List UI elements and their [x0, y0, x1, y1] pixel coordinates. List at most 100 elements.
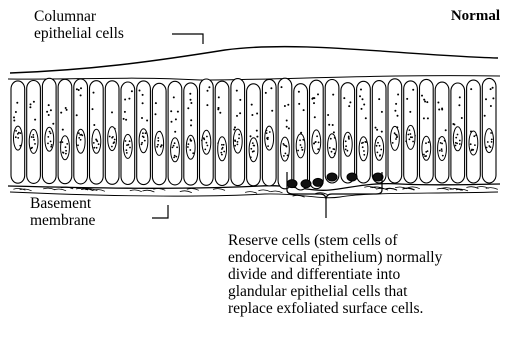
cell-nucleus — [359, 137, 368, 161]
chromatin-dot — [471, 149, 473, 151]
chromatin-dot — [142, 136, 144, 138]
chromatin-dot — [395, 138, 397, 140]
chromatin-dot — [252, 151, 254, 153]
chromatin-dot — [364, 141, 366, 143]
chromatin-dot — [96, 147, 98, 149]
cytoplasm-granule — [124, 99, 126, 101]
cytoplasm-granule — [365, 117, 367, 119]
cytoplasm-granule — [424, 101, 426, 103]
chromatin-dot — [488, 145, 490, 147]
chromatin-dot — [32, 134, 34, 136]
cytoplasm-granule — [190, 99, 192, 101]
chromatin-dot — [455, 137, 457, 139]
chromatin-dot — [473, 135, 475, 137]
cytoplasm-granule — [190, 102, 192, 104]
chromatin-dot — [50, 146, 52, 148]
cytoplasm-granule — [423, 117, 425, 119]
chromatin-dot — [428, 141, 430, 143]
chromatin-dot — [34, 143, 36, 145]
chromatin-dot — [345, 149, 347, 151]
chromatin-dot — [475, 134, 477, 136]
stroma-fiber — [20, 189, 32, 191]
columnar-cell — [215, 81, 229, 185]
label-line: epithelial cells — [34, 25, 124, 42]
stroma-fiber — [258, 190, 270, 192]
cytoplasm-granule — [359, 95, 361, 97]
cytoplasm-granule — [361, 108, 363, 110]
cytoplasm-granule — [313, 97, 315, 99]
cytoplasm-granule — [281, 86, 283, 88]
cytoplasm-granule — [461, 117, 463, 119]
cytoplasm-granule — [421, 95, 423, 97]
chromatin-dot — [423, 154, 425, 156]
cytoplasm-granule — [453, 124, 455, 126]
chromatin-dot — [109, 136, 111, 138]
cytoplasm-granule — [233, 129, 235, 131]
chromatin-dot — [98, 143, 100, 145]
cell-nucleus — [29, 129, 38, 153]
cytoplasm-granule — [206, 104, 208, 106]
chromatin-dot — [20, 132, 22, 134]
cytoplasm-granule — [15, 111, 17, 113]
cytoplasm-granule — [66, 109, 68, 111]
cytoplasm-granule — [131, 90, 133, 92]
cytoplasm-granule — [378, 98, 380, 100]
chromatin-dot — [80, 139, 82, 141]
cytoplasm-granule — [128, 98, 130, 100]
cytoplasm-granule — [406, 98, 408, 100]
chromatin-dot — [79, 134, 81, 136]
cytoplasm-granule — [265, 92, 267, 94]
columnar-cell — [247, 84, 261, 186]
chromatin-dot — [459, 140, 461, 142]
cytoplasm-granule — [16, 102, 18, 104]
cytoplasm-granule — [470, 88, 472, 90]
chromatin-dot — [347, 150, 349, 152]
chromatin-dot — [145, 132, 147, 134]
columnar-cells — [11, 78, 496, 190]
cytoplasm-granule — [256, 113, 258, 115]
cytoplasm-granule — [298, 103, 300, 105]
cytoplasm-granule — [348, 105, 350, 107]
chromatin-dot — [408, 134, 410, 136]
cytoplasm-granule — [239, 112, 241, 114]
cytoplasm-granule — [314, 116, 316, 118]
cytoplasm-granule — [343, 97, 345, 99]
cytoplasm-granule — [219, 112, 221, 114]
stroma-fiber — [54, 189, 66, 191]
cytoplasm-granule — [492, 87, 494, 89]
columnar-cell — [58, 79, 72, 183]
chromatin-dot — [234, 140, 236, 142]
chromatin-dot — [62, 141, 64, 143]
columnar-cells-label: Columnar epithelial cells — [34, 8, 124, 42]
cytoplasm-granule — [317, 93, 319, 95]
cytoplasm-granule — [438, 109, 440, 111]
chromatin-dot — [144, 140, 146, 142]
cytoplasm-granule — [80, 87, 82, 89]
chromatin-dot — [491, 141, 493, 143]
stroma-fiber — [130, 190, 142, 192]
label-line: Columnar — [34, 8, 124, 25]
cytoplasm-granule — [256, 136, 258, 138]
chromatin-dot — [379, 154, 381, 156]
columnar-cell — [168, 81, 182, 185]
chromatin-dot — [189, 149, 191, 151]
label-line: divide and differentiate into — [228, 266, 442, 283]
chromatin-dot — [222, 147, 224, 149]
columnar-cell — [121, 82, 135, 185]
chromatin-dot — [188, 143, 190, 145]
chromatin-dot — [187, 146, 189, 148]
chromatin-dot — [348, 138, 350, 140]
chromatin-dot — [442, 155, 444, 157]
cytoplasm-granule — [93, 124, 95, 126]
chromatin-dot — [65, 153, 67, 155]
cytoplasm-granule — [125, 119, 127, 121]
chromatin-dot — [315, 141, 317, 143]
chromatin-dot — [234, 145, 236, 147]
chromatin-dot — [203, 137, 205, 139]
chromatin-dot — [409, 129, 411, 131]
chromatin-dot — [157, 137, 159, 139]
cytoplasm-granule — [409, 111, 411, 113]
chromatin-dot — [285, 153, 287, 155]
chromatin-dot — [129, 140, 131, 142]
cytoplasm-granule — [492, 97, 494, 99]
